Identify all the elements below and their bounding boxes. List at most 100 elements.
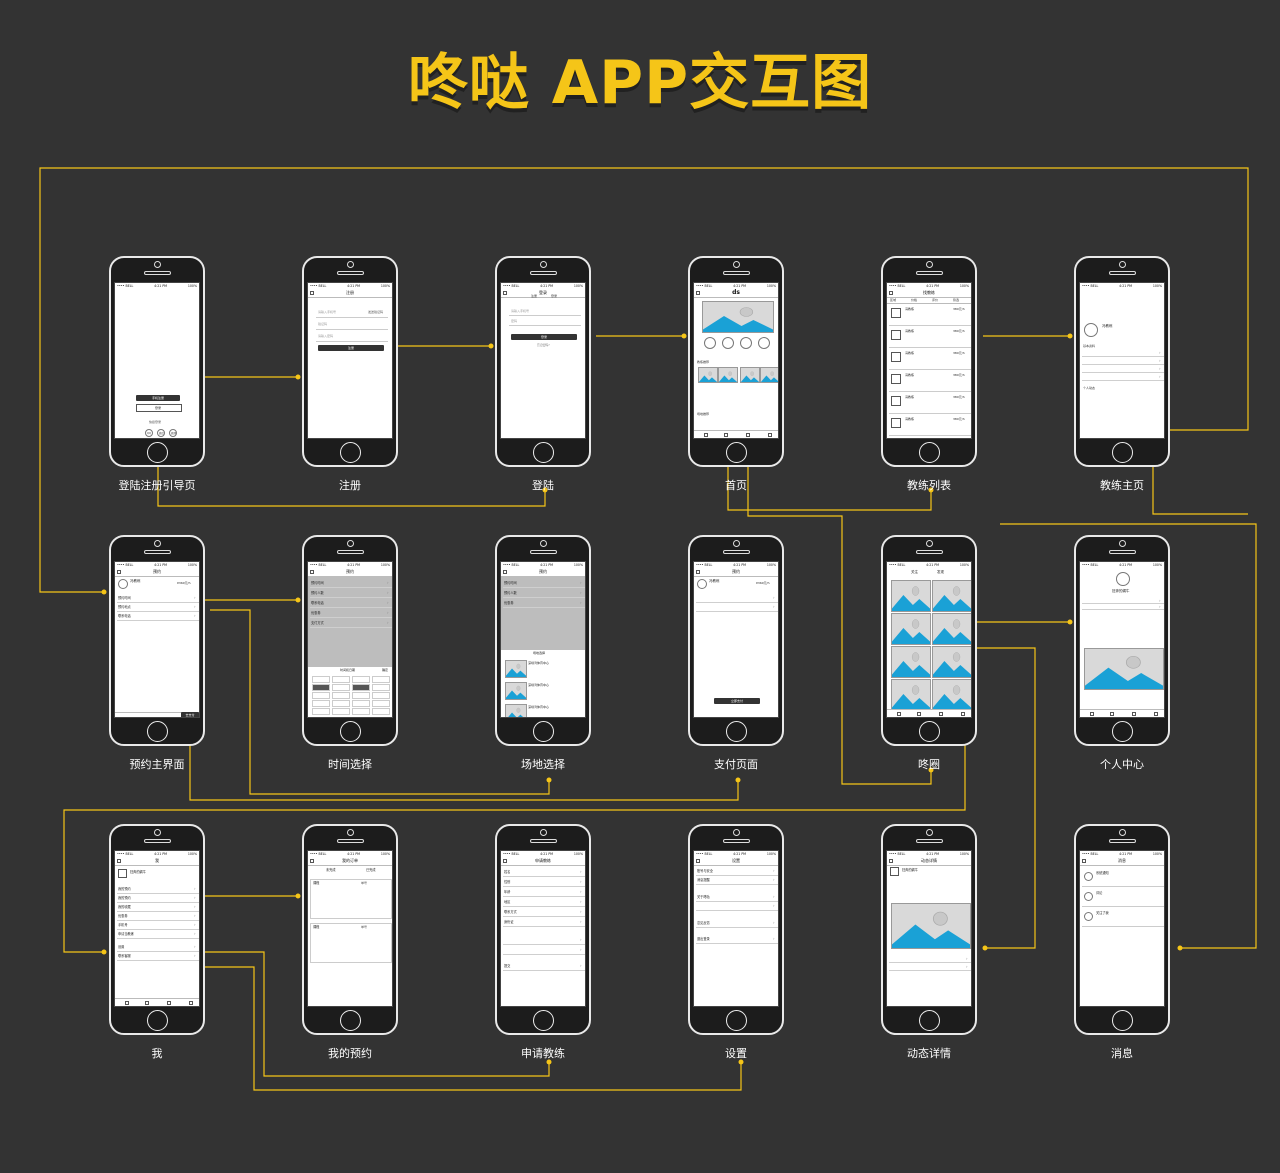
back-icon[interactable]: [889, 291, 893, 295]
list-row[interactable]: 预约时间›: [117, 594, 199, 603]
back-icon[interactable]: [117, 570, 121, 574]
list-row[interactable]: 手机号›: [117, 921, 199, 930]
tab-icon[interactable]: [897, 711, 901, 716]
list-row[interactable]: 预约时间›: [310, 578, 392, 588]
list-row[interactable]: ›: [1082, 598, 1164, 604]
home-button[interactable]: [919, 442, 940, 463]
tab-icon[interactable]: [189, 1000, 193, 1005]
list-row[interactable]: 关于咚哒›: [696, 893, 778, 902]
back-icon[interactable]: [503, 859, 507, 863]
social-login-icon[interactable]: 微博: [169, 429, 177, 437]
tab-icon[interactable]: [704, 432, 708, 437]
home-button[interactable]: [919, 1010, 940, 1031]
home-button[interactable]: [340, 1010, 361, 1031]
time-cell[interactable]: [352, 676, 370, 683]
home-button[interactable]: [1112, 1010, 1133, 1031]
time-cell[interactable]: [352, 692, 370, 699]
social-login-icon[interactable]: 微信: [157, 429, 165, 437]
time-cell[interactable]: [312, 708, 330, 715]
category-icon[interactable]: [758, 337, 770, 349]
register-button[interactable]: 注册: [318, 345, 384, 351]
list-row[interactable]: ›: [1082, 373, 1164, 381]
list-row[interactable]: ›: [1082, 365, 1164, 373]
list-row[interactable]: 优惠券›: [503, 598, 585, 608]
home-button[interactable]: [919, 721, 940, 742]
list-row[interactable]: 联系电话›: [310, 598, 392, 608]
time-cell[interactable]: [332, 676, 350, 683]
tab-icon[interactable]: [961, 711, 965, 716]
list-row[interactable]: 优惠券›: [117, 912, 199, 921]
tab-icon[interactable]: [167, 1000, 171, 1005]
message-row[interactable]: 评论: [1082, 887, 1164, 907]
back-icon[interactable]: [889, 859, 893, 863]
home-button[interactable]: [1112, 442, 1133, 463]
order-card[interactable]: 课程单号: [310, 923, 392, 963]
time-cell[interactable]: [312, 700, 330, 707]
list-row[interactable]: 联系客服›: [117, 952, 199, 961]
list-row[interactable]: 预约人数›: [503, 588, 585, 598]
go-pay-button[interactable]: 去支付: [181, 712, 199, 717]
list-row[interactable]: ›: [503, 945, 585, 955]
tab-icon[interactable]: [1154, 711, 1158, 716]
home-button[interactable]: [147, 1010, 168, 1031]
list-row[interactable]: 申请当教练›: [117, 930, 199, 939]
list-row[interactable]: 意见反馈›: [696, 919, 778, 928]
list-row[interactable]: 消息提醒›: [696, 876, 778, 885]
list-row[interactable]: 性别›: [503, 877, 585, 887]
home-button[interactable]: [340, 721, 361, 742]
list-row[interactable]: 预约人数›: [310, 588, 392, 598]
tab-icon[interactable]: [746, 432, 750, 437]
list-row[interactable]: 身份证›: [503, 917, 585, 927]
back-icon[interactable]: [310, 291, 314, 295]
list-row[interactable]: 优惠券›: [310, 608, 392, 618]
list-row[interactable]: ›: [1082, 349, 1164, 357]
category-icon[interactable]: [704, 337, 716, 349]
tab-icon[interactable]: [939, 711, 943, 716]
list-row[interactable]: 预约地点›: [117, 603, 199, 612]
tab-icon[interactable]: [768, 432, 772, 437]
list-row[interactable]: 姓名›: [503, 867, 585, 877]
social-login-icon[interactable]: QQ: [145, 429, 153, 437]
list-row[interactable]: 我的预约›: [117, 894, 199, 903]
home-button[interactable]: [340, 442, 361, 463]
tab-icon[interactable]: [724, 432, 728, 437]
list-row[interactable]: 预约时间›: [503, 578, 585, 588]
time-cell[interactable]: [312, 676, 330, 683]
tab-icon[interactable]: [125, 1000, 129, 1005]
time-cell[interactable]: [332, 684, 350, 691]
pay-now-button[interactable]: 立即支付: [714, 698, 760, 704]
login-button[interactable]: 登录: [511, 334, 577, 340]
list-row[interactable]: 退出登录›: [696, 935, 778, 944]
tab-icon[interactable]: [1110, 711, 1114, 716]
date-picker[interactable]: 时间和日期确定: [308, 667, 392, 717]
list-row[interactable]: ›: [889, 955, 971, 963]
time-cell[interactable]: [312, 684, 330, 691]
home-button[interactable]: [533, 1010, 554, 1031]
home-button[interactable]: [147, 721, 168, 742]
list-row[interactable]: ›: [889, 963, 971, 971]
list-row[interactable]: ›: [696, 902, 778, 911]
list-row[interactable]: ›: [503, 935, 585, 945]
time-cell[interactable]: [312, 692, 330, 699]
time-cell[interactable]: [372, 700, 390, 707]
home-button[interactable]: [1112, 721, 1133, 742]
list-row[interactable]: ›: [696, 603, 778, 612]
list-row[interactable]: 设置›: [117, 943, 199, 952]
login-button[interactable]: 登录: [136, 404, 182, 412]
list-row[interactable]: 联系方式›: [503, 907, 585, 917]
list-row[interactable]: 支付方式›: [310, 618, 392, 628]
list-row[interactable]: 提交›: [503, 961, 585, 971]
home-button[interactable]: [726, 442, 747, 463]
category-icon[interactable]: [722, 337, 734, 349]
time-cell[interactable]: [332, 700, 350, 707]
list-row[interactable]: ›: [1082, 604, 1164, 610]
time-cell[interactable]: [352, 684, 370, 691]
list-row[interactable]: 账号与安全›: [696, 867, 778, 876]
back-icon[interactable]: [696, 859, 700, 863]
home-button[interactable]: [533, 721, 554, 742]
